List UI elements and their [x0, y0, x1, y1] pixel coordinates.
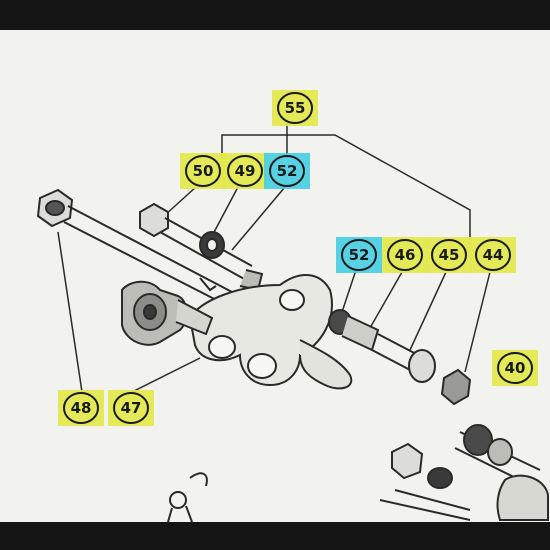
- callout-circle: [63, 392, 99, 424]
- callout-number: 44: [483, 246, 504, 264]
- callout-number: 52: [349, 246, 370, 264]
- callout-40-8: 40: [492, 350, 538, 386]
- callout-circle: [431, 239, 467, 271]
- callout-circle: [185, 155, 221, 187]
- lower-right-parts: [167, 424, 549, 523]
- callout-number: 48: [71, 399, 92, 417]
- callout-number: 47: [121, 399, 142, 417]
- callout-number: 45: [439, 246, 460, 264]
- callout-number: 55: [285, 99, 306, 117]
- callout-highlight: [58, 390, 104, 426]
- callout-number: 52: [277, 162, 298, 180]
- right-axle-part: [328, 309, 472, 406]
- upper-shaft-part: [139, 202, 264, 292]
- long-bolt-part: [36, 188, 233, 307]
- callout-highlight: [272, 90, 318, 126]
- callout-highlight: [108, 390, 154, 426]
- callout-highlight: [180, 153, 226, 189]
- callout-circle: [341, 239, 377, 271]
- callout-circle: [277, 92, 313, 124]
- callout-highlight: [336, 237, 382, 273]
- callout-circle: [269, 155, 305, 187]
- callout-circle: [387, 239, 423, 271]
- callout-46-5: 46: [382, 237, 428, 273]
- callout-55-0: 55: [272, 90, 318, 126]
- callout-circle: [227, 155, 263, 187]
- callout-highlight: [426, 237, 472, 273]
- callout-48-9: 48: [58, 390, 104, 426]
- callout-circle: [113, 392, 149, 424]
- callout-highlight: [222, 153, 268, 189]
- callout-highlight: [492, 350, 538, 386]
- callout-49-2: 49: [222, 153, 268, 189]
- callout-highlight: [382, 237, 428, 273]
- parts-drawing: [36, 188, 549, 523]
- callout-45-6: 45: [426, 237, 472, 273]
- callout-number: 49: [235, 162, 256, 180]
- callout-number: 40: [505, 359, 526, 377]
- left-clamp-part: [121, 280, 214, 346]
- callout-circle: [497, 352, 533, 384]
- callout-47-10: 47: [108, 390, 154, 426]
- callout-circle: [475, 239, 511, 271]
- callout-50-1: 50: [180, 153, 226, 189]
- linkage-body-part: [188, 273, 353, 390]
- callout-number: 50: [193, 162, 214, 180]
- callout-highlight: [264, 153, 310, 189]
- callout-52-4: 52: [336, 237, 382, 273]
- callout-highlight: [470, 237, 516, 273]
- callout-labels: 55 50 49 52 52 46 45 44 40 48 47: [58, 90, 538, 426]
- callout-44-7: 44: [470, 237, 516, 273]
- callout-number: 46: [395, 246, 416, 264]
- callout-52-3: 52: [264, 153, 310, 189]
- leader-lines: [57, 120, 491, 393]
